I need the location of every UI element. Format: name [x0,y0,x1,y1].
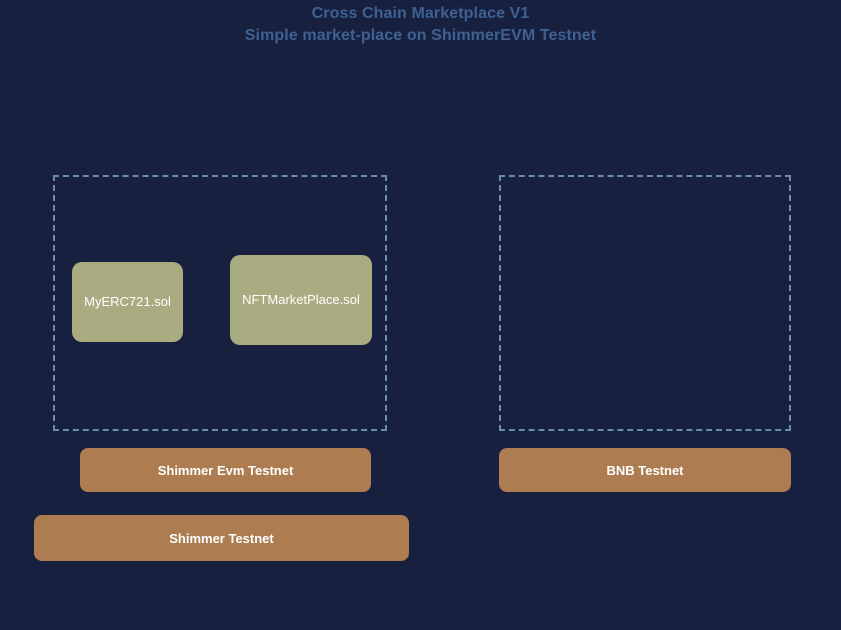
chain-button-label: Shimmer Testnet [169,530,274,546]
page-title-subtitle: Simple market-place on ShimmerEVM Testne… [244,27,597,44]
contract-node-label: NFTMarketPlace.sol [242,292,360,308]
contract-node-nftmarketplace[interactable]: NFTMarketPlace.sol [230,255,372,345]
contract-node-label: MyERC721.sol [84,294,171,310]
cluster-bnb [499,175,791,431]
chain-button-bnb-testnet[interactable]: BNB Testnet [499,448,791,492]
chain-button-label: BNB Testnet [606,462,684,478]
contract-node-myerc721[interactable]: MyERC721.sol [72,262,183,342]
page-title-main: Cross Chain Marketplace V1 [311,5,530,22]
cluster-shimmer-evm [53,175,387,431]
page-title: Cross Chain Marketplace V1 Simple market… [0,0,841,47]
chain-button-shimmer-evm-testnet[interactable]: Shimmer Evm Testnet [80,448,371,492]
chain-button-label: Shimmer Evm Testnet [157,462,294,478]
chain-button-shimmer-testnet[interactable]: Shimmer Testnet [34,515,409,561]
